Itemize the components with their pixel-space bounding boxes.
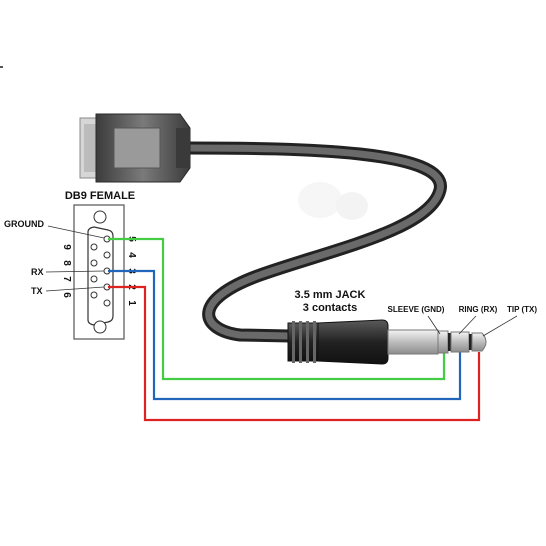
ground-label: GROUND bbox=[4, 219, 44, 229]
ground-leader bbox=[47, 225, 105, 239]
db9-mounting-hole bbox=[93, 210, 107, 224]
tx-wire bbox=[108, 285, 481, 422]
pin-number-4: 4 bbox=[126, 252, 137, 258]
db9-title: DB9 FEMALE bbox=[65, 190, 135, 202]
pin-8-socket bbox=[90, 259, 98, 267]
audio-jack-icon bbox=[287, 319, 487, 365]
ring-leader bbox=[458, 315, 477, 335]
ground-wire bbox=[108, 237, 446, 381]
jack-subtitle: 3 contacts bbox=[303, 302, 357, 314]
tip-label: TIP (TX) bbox=[507, 305, 537, 314]
pin-9-socket bbox=[90, 243, 98, 251]
pin-7-socket bbox=[90, 275, 98, 283]
pin-6-socket bbox=[90, 291, 98, 299]
sleeve-leader bbox=[427, 315, 441, 335]
tip-leader bbox=[482, 315, 518, 337]
db9-mounting-hole bbox=[93, 320, 107, 334]
jack-title: 3.5 mm JACK bbox=[295, 289, 366, 301]
db9-shell bbox=[87, 226, 114, 326]
pin-4-socket bbox=[103, 251, 111, 259]
ring-label: RING (RX) bbox=[459, 305, 498, 314]
background-smudge bbox=[298, 182, 342, 218]
pin-number-7: 7 bbox=[61, 276, 72, 282]
pin-number-9: 9 bbox=[61, 244, 72, 250]
rx-leader bbox=[45, 270, 105, 273]
edge-mark bbox=[0, 66, 3, 68]
sleeve-label: SLEEVE (GND) bbox=[388, 305, 445, 314]
db9-connector-icon bbox=[79, 113, 191, 183]
pin-number-6: 6 bbox=[61, 292, 72, 298]
tx-label: TX bbox=[31, 286, 43, 296]
db9-pin-sockets bbox=[90, 235, 111, 307]
pin-1-socket bbox=[103, 299, 111, 307]
background-smudge bbox=[336, 192, 368, 220]
rx-label: RX bbox=[31, 267, 44, 277]
tx-leader bbox=[45, 286, 105, 292]
rx-wire bbox=[108, 269, 462, 401]
pin-number-1: 1 bbox=[126, 300, 137, 306]
pin-number-8: 8 bbox=[61, 260, 72, 266]
cable-highlight bbox=[184, 144, 444, 340]
